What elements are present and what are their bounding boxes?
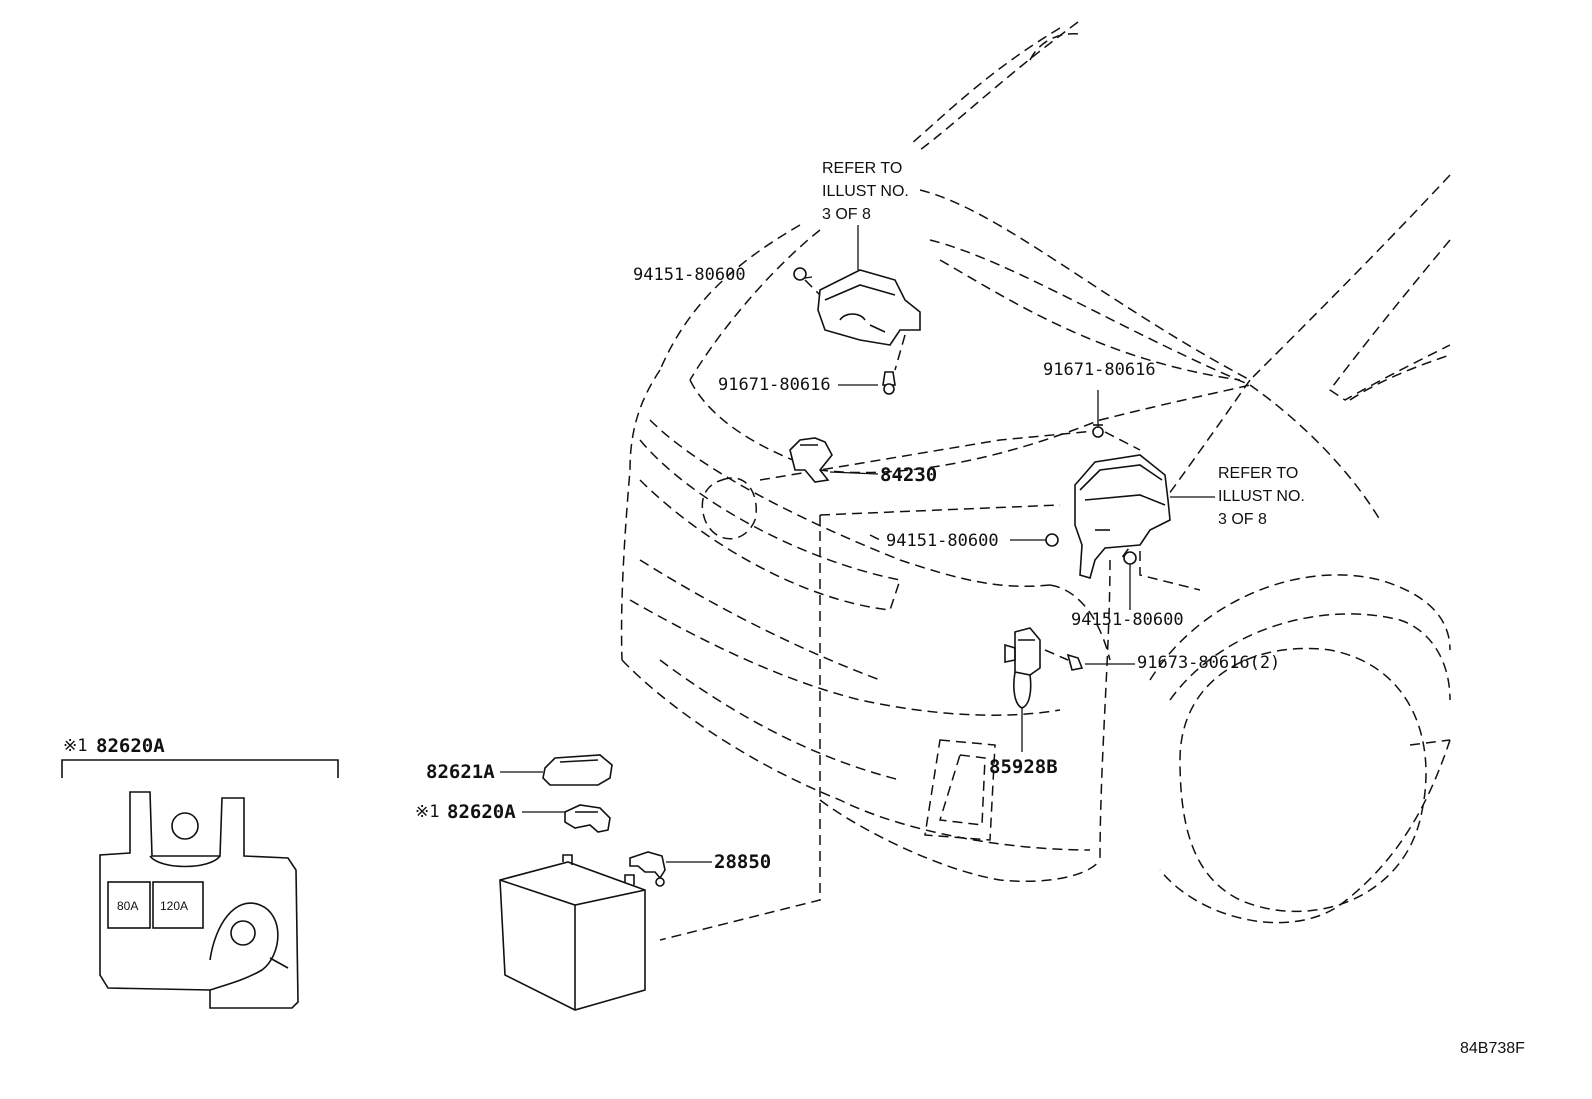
label-91671-right[interactable]: 91671-80616 bbox=[1043, 360, 1156, 380]
label-94151-low[interactable]: 94151-80600 bbox=[1071, 610, 1184, 630]
label-82621A[interactable]: 82621A bbox=[426, 761, 495, 783]
battery-parts bbox=[499, 754, 712, 1011]
right-relay-box bbox=[1010, 390, 1215, 610]
reference-note-right[interactable]: REFER TO ILLUST NO. 3 OF 8 bbox=[1218, 465, 1305, 528]
label-82620A-mark: ※1 bbox=[415, 802, 440, 822]
label-84230[interactable]: 84230 bbox=[880, 464, 938, 486]
label-91673[interactable]: 91673-80616(2) bbox=[1137, 653, 1281, 673]
upper-relay-box bbox=[793, 225, 921, 395]
label-91671-mid[interactable]: 91671-80616 bbox=[718, 375, 831, 395]
reference-note-upper[interactable]: REFER TO ILLUST NO. 3 OF 8 bbox=[822, 160, 909, 223]
illustration-code: 84B738F bbox=[1460, 1040, 1525, 1057]
harness-85928B bbox=[1004, 627, 1135, 752]
bracket-84230 bbox=[789, 437, 879, 483]
fuse-80a-label: 80A bbox=[117, 899, 139, 913]
label-82620A[interactable]: 82620A bbox=[447, 801, 516, 823]
vehicle-outline bbox=[620, 21, 1451, 941]
label-85928B[interactable]: 85928B bbox=[989, 756, 1058, 778]
inset-label-mark: ※1 bbox=[63, 736, 88, 756]
label-28850[interactable]: 28850 bbox=[714, 851, 772, 873]
label-94151-top[interactable]: 94151-80600 bbox=[633, 265, 746, 285]
fuse-120a-label: 120A bbox=[160, 899, 189, 913]
inset-label-part[interactable]: 82620A bbox=[96, 735, 165, 757]
label-94151-mid[interactable]: 94151-80600 bbox=[886, 531, 999, 551]
inset-82620A bbox=[61, 759, 339, 1009]
